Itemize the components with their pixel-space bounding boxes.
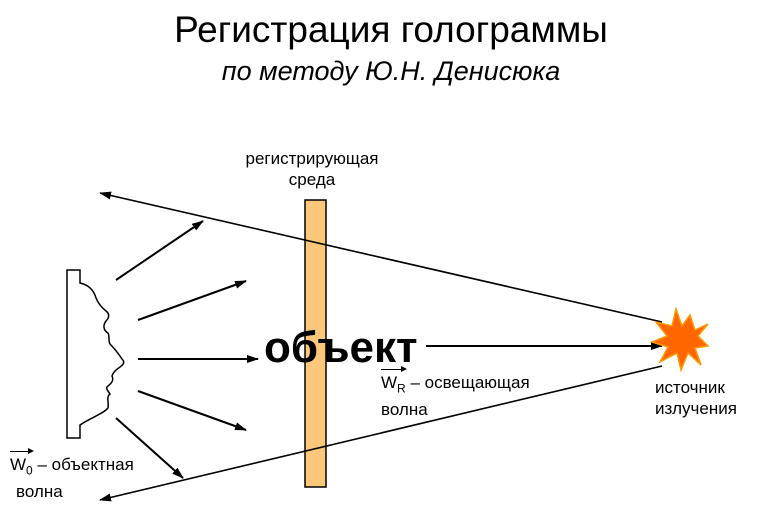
object-wave-arrow-2: [137, 280, 247, 321]
reference-wave-upper: [99, 191, 663, 323]
object-wave-arrow-5: [115, 417, 184, 479]
object-wave-label: W0 – объектная волна: [10, 447, 134, 502]
page-subtitle: по методу Ю.Н. Денисюка: [221, 56, 561, 86]
recording-medium-label-line1: регистрирующая: [245, 149, 379, 168]
reference-wave-label-line2: волна: [381, 400, 428, 420]
radiation-source-label: источник излучения: [655, 377, 737, 419]
reference-wave-lower: [99, 365, 663, 502]
radiation-source-icon: [649, 306, 710, 373]
radiation-source-label-line1: источник: [655, 378, 725, 397]
object-profile: [66, 269, 125, 439]
radiation-source-label-line2: излучения: [655, 399, 737, 418]
object-wave-arrow-1: [115, 220, 204, 281]
recording-medium-label-line2: среда: [288, 170, 336, 189]
reference-wave-label: WR – освещающая волна: [381, 365, 530, 420]
object-wave-arrow-4: [137, 390, 247, 431]
object-overlay-text: объект: [264, 323, 418, 372]
page-title: Регистрация голограммы: [174, 9, 608, 50]
object-wave-vector: W0: [10, 447, 34, 481]
reference-wave-vector: WR: [381, 365, 407, 399]
object-wave-label-line2: волна: [16, 482, 63, 502]
recording-medium-plate: [304, 199, 327, 488]
recording-medium-label: регистрирующая среда: [228, 148, 396, 190]
